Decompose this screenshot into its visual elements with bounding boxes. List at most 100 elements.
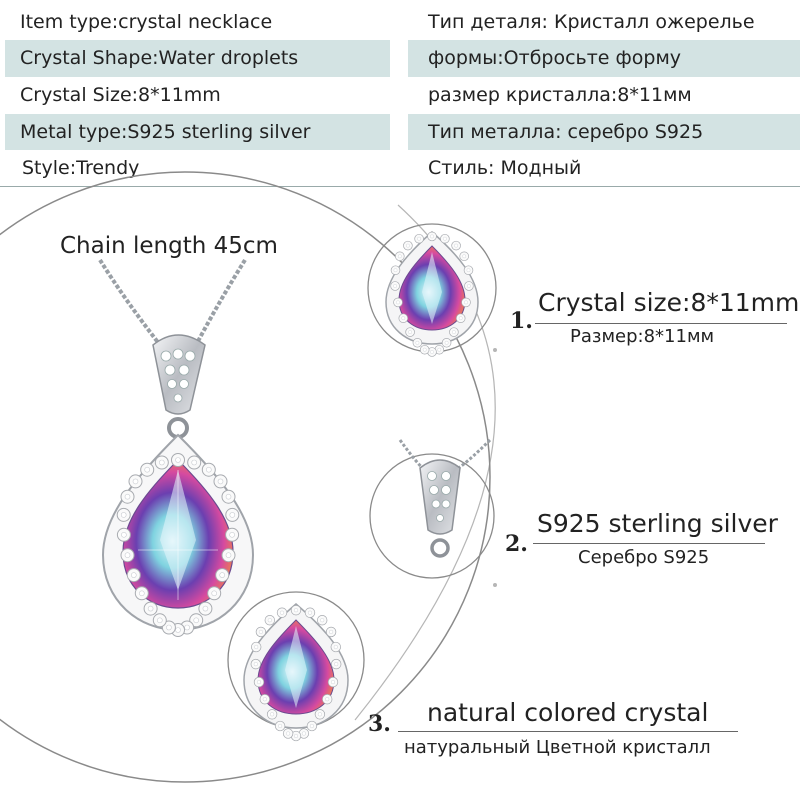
halo-stone [128,474,143,489]
halo-stone [414,233,424,244]
detail-bail-closeup [398,438,492,558]
halo-stone [120,548,135,563]
halo-stone [463,265,474,275]
halo-stone [140,462,155,477]
halo-stone [306,720,318,732]
halo-stone [390,265,401,275]
halo-stone [225,527,240,542]
halo-stone [330,641,341,653]
halo-stone [255,626,267,638]
detail-number-1: 1. [510,308,533,334]
detail-subtitle-natural-crystal: натуральный Цветной кристалл [404,737,711,758]
halo-stone [455,313,466,323]
halo-stone [221,548,236,563]
detail-subtitle-silver: Серебро S925 [578,547,710,568]
halo-stone [266,709,278,720]
halo-stone [405,327,415,337]
detail-underline-3 [398,731,738,732]
detail-crystal-closeup [385,231,479,357]
halo-stone [322,694,333,705]
spec-cell-right: размер кристалла:8*11мм [408,77,800,114]
halo-stone [403,240,413,251]
halo-stone [464,281,474,291]
halo-stone [201,462,216,477]
halo-stone [290,605,302,616]
spec-cell-right: формы:Отбросьте форму [408,40,800,77]
halo-stone [120,489,135,504]
halo-stone [259,694,270,705]
halo-stone [221,489,236,504]
spec-divider [0,186,800,187]
halo-stone [213,474,228,489]
halo-stone [116,527,131,542]
halo-stone [253,676,265,688]
halo-stone [459,251,469,262]
halo-stone [419,344,430,355]
halo-stone [331,658,342,670]
spec-cell-right: Стиль: Модный [408,150,800,187]
halo-stone [264,615,275,626]
detail-number-2: 2. [505,531,528,557]
spec-cell-left: Item type:crystal necklace [5,4,390,41]
spec-table: Item type:crystal necklace Тип деталя: К… [0,0,800,190]
halo-stone [441,338,452,348]
halo-stone [317,615,328,626]
halo-stone [304,607,316,618]
detail-number-3: 3. [368,711,391,737]
halo-stone [276,607,288,618]
halo-stone [215,568,230,583]
halo-stone [116,507,131,522]
spec-row-style: Style:Trendy Стиль: Модный [0,150,800,187]
halo-stone [171,453,185,467]
pendant-bail [152,334,206,439]
halo-stone [207,586,222,601]
halo-stone [390,281,400,291]
halo-stone [251,641,262,653]
spec-cell-right: Тип деталя: Кристалл ожерелье [408,4,800,41]
detail-title-natural-crystal: natural colored crystal [427,698,709,727]
halo-stone [461,297,471,308]
halo-stone [134,586,149,601]
spec-row-crystal-size: Crystal Size:8*11mm размер кристалла:8*1… [0,77,800,114]
halo-stone [225,507,240,522]
halo-stone [393,297,403,308]
main-pendant [101,433,255,637]
spec-cell-left: Crystal Shape:Water droplets [5,40,390,77]
detail-circle-silver [369,453,495,579]
halo-stone [250,658,261,670]
detail-title-crystal-size: Crystal size:8*11mm [538,288,800,317]
halo-stone [198,601,213,616]
detail-title-silver: S925 sterling silver [537,509,778,538]
halo-stone [274,720,286,732]
spec-cell-left: Metal type:S925 sterling silver [5,114,390,151]
detail-underline-2 [533,543,765,544]
detail-subtitle-crystal-size: Размер:8*11мм [570,326,715,347]
halo-stone [314,709,326,720]
spec-row-metal-type: Metal type:S925 sterling silver Тип мета… [0,114,800,151]
halo-stone [126,568,141,583]
spec-cell-right: Тип металла: серебро S925 [408,114,800,151]
halo-stone [449,327,459,337]
halo-stone [325,626,337,638]
detail-underline-1 [535,323,787,324]
halo-stone [395,251,405,262]
spec-cell-left: Crystal Size:8*11mm [5,77,390,114]
halo-stone [187,455,202,470]
halo-stone [282,728,294,739]
detail-crystal-closeup-2 [243,603,349,742]
halo-stone [143,601,158,616]
chain-length-label: Chain length 45cm [60,233,278,259]
spec-cell-left: Style:Trendy [5,150,390,187]
halo-stone [327,676,339,688]
spec-row-item-type: Item type:crystal necklace Тип деталя: К… [0,4,800,41]
halo-stone [412,338,423,348]
necklace-chain [98,258,247,347]
main-view-circle [0,171,491,783]
halo-stone [427,231,437,242]
halo-stone [451,240,461,251]
halo-stone [154,455,169,470]
halo-stone [440,233,450,244]
spec-row-crystal-shape: Crystal Shape:Water droplets формы:Отбро… [0,40,800,77]
halo-stone [152,613,167,628]
